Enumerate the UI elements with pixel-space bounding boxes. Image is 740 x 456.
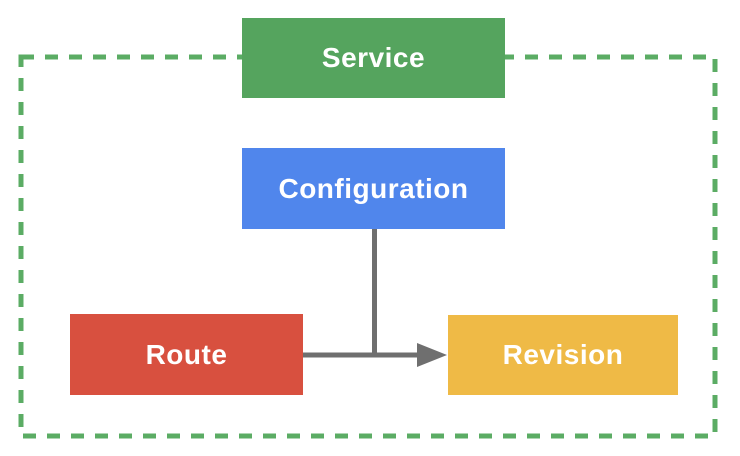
node-service-label: Service — [321, 42, 426, 73]
node-route: Route — [70, 314, 303, 395]
node-configuration-label: Configuration — [278, 172, 469, 204]
node-revision: Revision — [448, 315, 678, 395]
node-revision-label: Revision — [502, 339, 624, 370]
node-configuration: Configuration — [242, 148, 505, 229]
node-service: Service — [242, 18, 505, 98]
arrowhead-icon — [417, 343, 447, 367]
node-route-label: Route — [145, 338, 228, 370]
